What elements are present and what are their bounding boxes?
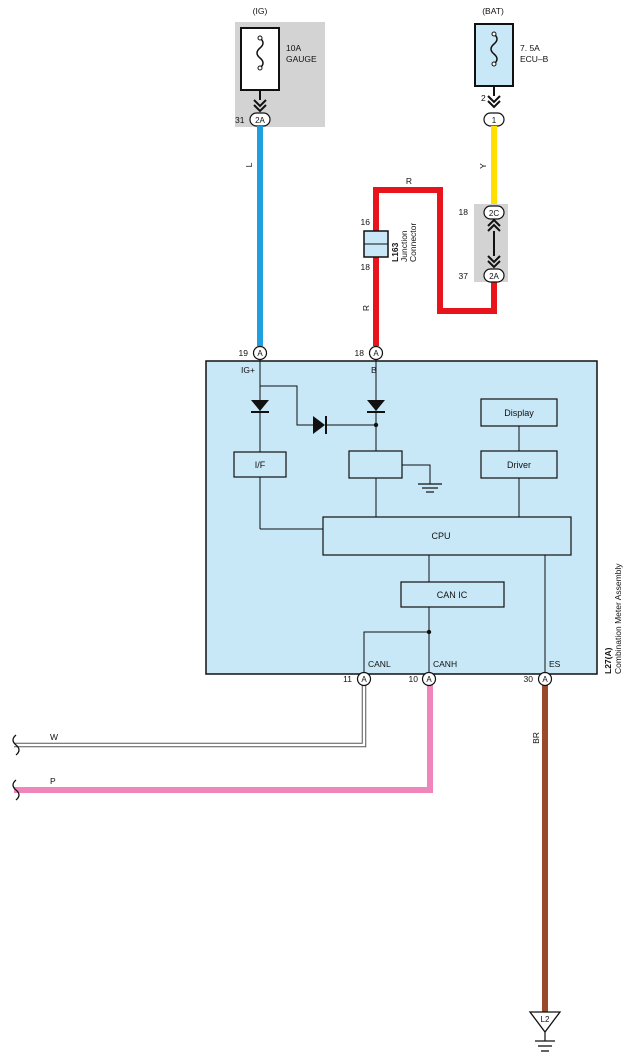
wire-y-label: Y	[478, 163, 488, 169]
wire-break-icon	[12, 779, 20, 801]
pin-es-label: ES	[549, 659, 561, 669]
svg-text:CPU: CPU	[431, 531, 450, 541]
chevron-up-icon	[487, 218, 501, 227]
svg-text:1: 1	[492, 116, 497, 125]
wire-r	[373, 187, 497, 346]
ground-l2: L2	[528, 1011, 562, 1052]
svg-text:Display: Display	[504, 408, 534, 418]
chevron-down-icon	[487, 255, 501, 264]
wire-break-icon	[12, 734, 20, 756]
block-can-ic	[400, 581, 505, 608]
pin-canh-label: CANH	[433, 659, 457, 669]
pin-es-num: 30	[524, 674, 534, 684]
pin-canh	[421, 671, 437, 687]
junction-connector-line1: Junction	[399, 230, 409, 262]
svg-text:2C: 2C	[489, 209, 499, 218]
ground-triangle-icon	[528, 1011, 562, 1034]
wire-w	[14, 680, 366, 747]
svg-text:18: 18	[361, 262, 371, 272]
svg-text:CAN IC: CAN IC	[437, 590, 468, 600]
pin-ig	[252, 345, 268, 361]
diode-ig-icon	[251, 400, 269, 413]
pin-b-num: 18	[355, 348, 365, 358]
fuse-ecu-b-rating: 7. 5A	[520, 43, 540, 53]
fuse-ecu-b: (BAT) 7. 5A ECU–B 2 1	[474, 6, 549, 127]
pin-canl-label: CANL	[368, 659, 391, 669]
pin-ig-label: IG+	[241, 365, 255, 375]
svg-text:2A: 2A	[255, 116, 265, 125]
fuse-gauge: (IG) 10A GAUGE 31 2A	[235, 6, 325, 127]
svg-text:2A: 2A	[489, 272, 499, 281]
junction-connector-line2: Connector	[408, 223, 418, 262]
fuse-icon	[490, 33, 498, 65]
fuse-gauge-pin: 31	[235, 115, 245, 125]
ground-icon	[418, 483, 442, 493]
meter-name: Combination Meter Assembly	[613, 563, 623, 674]
wire-p-label: P	[50, 776, 56, 786]
junction-connector-l163: 16 18 L163 Junction Connector	[361, 217, 418, 272]
connector-2a-bat	[483, 268, 505, 283]
svg-text:A: A	[542, 675, 548, 684]
block-display	[480, 398, 558, 427]
svg-text:I/F: I/F	[255, 460, 266, 470]
wire-br-label: BR	[531, 732, 541, 744]
svg-text:Driver: Driver	[507, 460, 531, 470]
chevron-down-icon	[487, 95, 501, 104]
pin-canl-num: 11	[343, 674, 352, 684]
pin-b-label: B	[371, 365, 377, 375]
pin-canl	[356, 671, 372, 687]
wire-w-label: W	[50, 732, 58, 742]
svg-text:A: A	[361, 675, 367, 684]
junction-connector-id: L163	[390, 242, 400, 262]
wire-p	[14, 680, 433, 793]
pin-b	[368, 345, 384, 361]
diode-b-icon	[367, 400, 385, 413]
combination-meter: 19 A IG+ 18 A B	[205, 345, 623, 687]
svg-text:16: 16	[361, 217, 371, 227]
fuse-icon	[256, 37, 264, 69]
junction-block: 18 2C 37 2A	[459, 204, 508, 283]
fuse-ecu-b-name: ECU–B	[520, 54, 549, 64]
block-driver	[480, 450, 558, 479]
fuse-gauge-source: (IG)	[253, 6, 268, 16]
svg-text:37: 37	[459, 271, 469, 281]
diode-cross-icon	[313, 416, 327, 434]
ground-label: L2	[541, 1015, 550, 1024]
wire-w-outline	[14, 680, 367, 748]
wire-r-label-top: R	[406, 176, 412, 186]
svg-text:A: A	[257, 349, 263, 358]
pin-ig-num: 19	[239, 348, 249, 358]
fuse-ecu-b-pin: 2	[481, 93, 486, 103]
svg-text:A: A	[426, 675, 432, 684]
block-if	[233, 451, 287, 478]
chevron-down-icon	[253, 99, 267, 108]
svg-text:18: 18	[459, 207, 469, 217]
wire-l-label: L	[244, 162, 254, 167]
pin-canh-num: 10	[409, 674, 419, 684]
meter-id: L27(A)	[603, 647, 613, 674]
fuse-gauge-name: GAUGE	[286, 54, 317, 64]
block-regulator	[348, 450, 403, 479]
pin-es	[537, 671, 553, 687]
wire-r-label: R	[361, 305, 371, 311]
svg-text:A: A	[373, 349, 379, 358]
block-cpu	[322, 516, 572, 556]
fuse-ecu-b-source: (BAT)	[482, 6, 504, 16]
fuse-gauge-rating: 10A	[286, 43, 301, 53]
